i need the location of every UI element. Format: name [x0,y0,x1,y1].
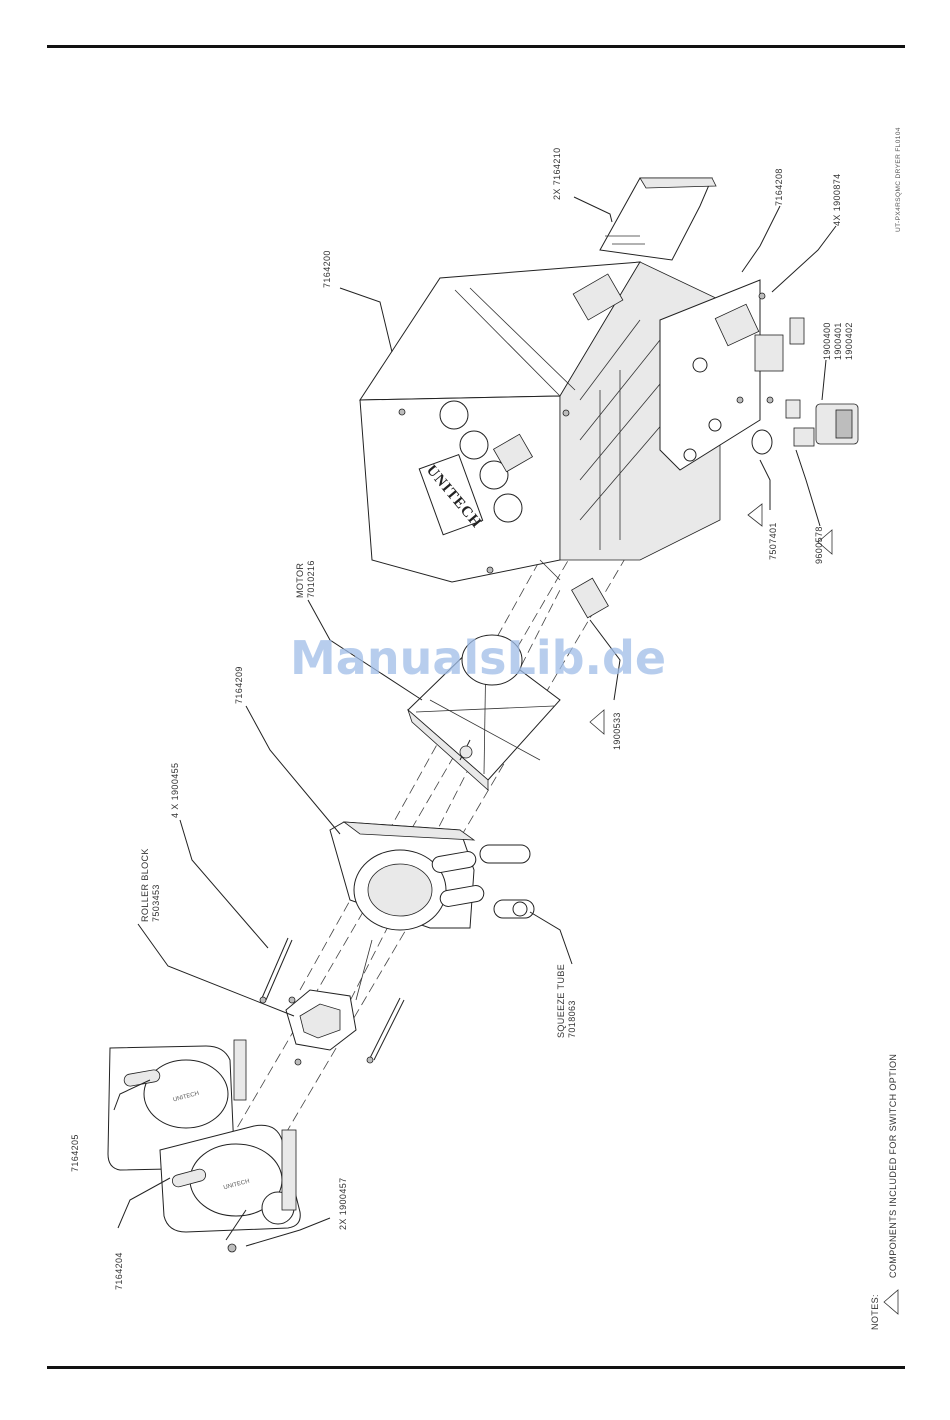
label-1900402: 1900402 [844,322,854,360]
label-7507401: 7507401 [768,522,778,560]
label-1900401: 1900401 [833,322,843,360]
label-7164208: 7164208 [774,168,784,206]
label-squeeze-tube: SQUEEZE TUBE [556,964,566,1038]
label-7503453: 7503453 [151,884,161,922]
label-motor: MOTOR [295,563,305,598]
label-7164205: 7164205 [70,1134,80,1172]
watermark: ManualsLib.de [290,631,666,685]
triangle-marker [748,504,762,526]
label-7010216: 7010216 [306,560,316,598]
cover-plate-7164204: UNITECH [160,1125,300,1252]
label-7164200: 7164200 [322,250,332,288]
label-7164210: 2X 7164210 [552,147,562,200]
label-7164209: 7164209 [234,666,244,704]
pump-head [330,822,534,930]
label-1900455: 4 X 1900455 [170,763,180,818]
label-1900457: 2X 1900457 [338,1177,348,1230]
cover-7164210 [600,178,716,260]
label-9600578: 9600578 [814,526,824,564]
triangle-marker [590,710,604,734]
note-switch-option: COMPONENTS INCLUDED FOR SWITCH OPTION [888,1054,898,1278]
label-1900874: 4X 1900874 [832,173,842,226]
label-roller-block: ROLLER BLOCK [140,848,150,922]
mounting-plate [660,280,858,470]
label-7164204: 7164204 [114,1252,124,1290]
drawing-reference: UT-PX4RSQMC DRYER FL0104 [895,127,902,232]
roller-block [286,940,372,1065]
label-7018063: 7018063 [567,1000,577,1038]
switch-option-markers [590,504,898,1314]
label-1900400: 1900400 [822,322,832,360]
triangle-marker [884,1290,898,1314]
label-1900533: 1900533 [612,712,622,750]
notes-heading: NOTES: [870,1294,880,1330]
notes-block: NOTES: COMPONENTS INCLUDED FOR SWITCH OP… [870,1054,898,1330]
